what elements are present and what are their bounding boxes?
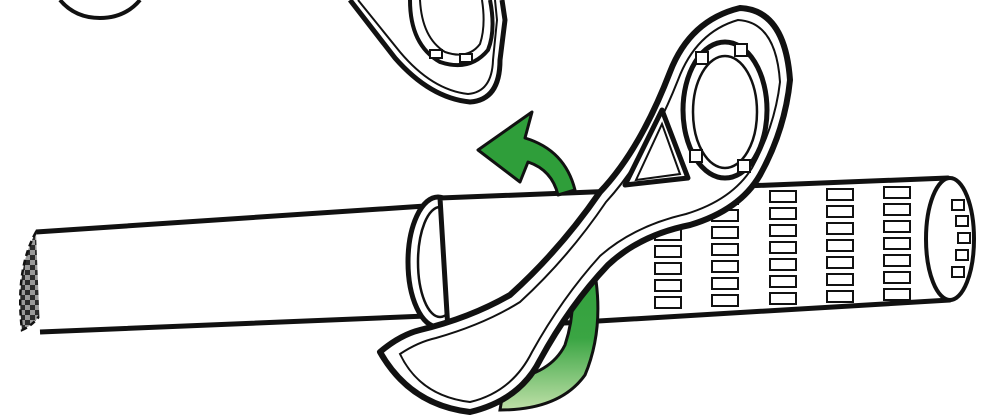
rotate-arrow-head <box>478 112 575 195</box>
tool-slot <box>712 227 738 238</box>
tool-slot <box>770 242 796 253</box>
tool-slot <box>884 204 910 215</box>
tool-slot <box>884 221 910 232</box>
tool-slot <box>770 191 796 202</box>
tool-slot <box>827 223 853 234</box>
tool-slot <box>712 244 738 255</box>
tool-slot <box>655 280 681 291</box>
partial-part-top-left <box>60 0 140 18</box>
tool-slot <box>884 238 910 249</box>
tool-slot <box>884 187 910 198</box>
tool-slot <box>827 240 853 251</box>
tool-slot <box>827 274 853 285</box>
tool-slot <box>827 291 853 302</box>
tool-slot <box>770 293 796 304</box>
tool-slot <box>655 263 681 274</box>
tool-slot <box>770 276 796 287</box>
tool-slot <box>712 261 738 272</box>
tool-slot <box>655 246 681 257</box>
tool-slot <box>770 208 796 219</box>
tool-slot <box>884 272 910 283</box>
tool-slot <box>884 255 910 266</box>
tool-slot <box>655 297 681 308</box>
tool-slot <box>770 259 796 270</box>
tool-slot <box>827 189 853 200</box>
tool-slot <box>712 278 738 289</box>
wrench-upper <box>350 0 505 102</box>
tool-slot <box>712 295 738 306</box>
tool-slot <box>770 225 796 236</box>
tool-slot <box>827 257 853 268</box>
tool-slot <box>884 289 910 300</box>
rod <box>36 205 450 332</box>
tool-slot <box>827 206 853 217</box>
